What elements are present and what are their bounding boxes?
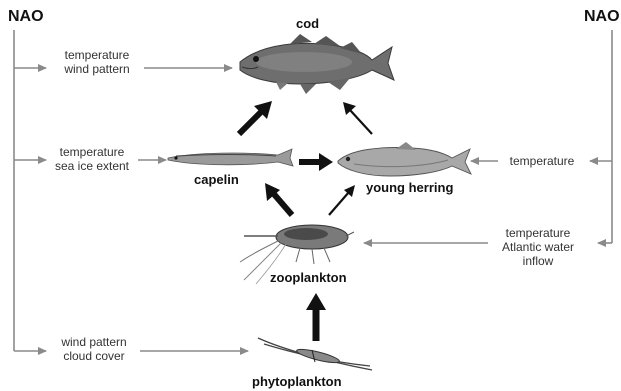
zooplankton-label: zooplankton [270, 270, 347, 285]
young-herring-label: young herring [366, 180, 453, 195]
right-nao-connectors [590, 30, 612, 243]
nao-right-label: NAO [584, 8, 620, 26]
cod-driver-label: temperature wind pattern [48, 48, 146, 76]
nao-left-label: NAO [8, 8, 44, 26]
arrow-zooplankton-to-herring [329, 185, 355, 215]
young-herring-illustration [338, 142, 471, 176]
capelin-driver-label: temperature sea ice extent [46, 145, 138, 173]
cod-label: cod [296, 16, 319, 31]
phytoplankton-illustration [258, 338, 372, 370]
herring-driver-label: temperature [500, 154, 584, 168]
zooplankton-driver-label: temperature Atlantic water inflow [488, 226, 588, 268]
phytoplankton-driver-label: wind pattern cloud cover [44, 335, 144, 363]
arrow-capelin-to-cod [239, 101, 272, 134]
arrow-phytoplankton-to-zooplankton [306, 293, 326, 341]
phytoplankton-label: phytoplankton [252, 374, 342, 389]
arrow-zooplankton-to-capelin [265, 183, 292, 215]
capelin-label: capelin [194, 172, 239, 187]
arrow-capelin-to-herring [299, 153, 333, 171]
cod-illustration [240, 34, 394, 94]
trophic-arrows [239, 101, 372, 341]
left-nao-connectors [14, 30, 46, 351]
arrow-herring-to-cod [343, 102, 372, 134]
capelin-illustration [168, 149, 293, 166]
